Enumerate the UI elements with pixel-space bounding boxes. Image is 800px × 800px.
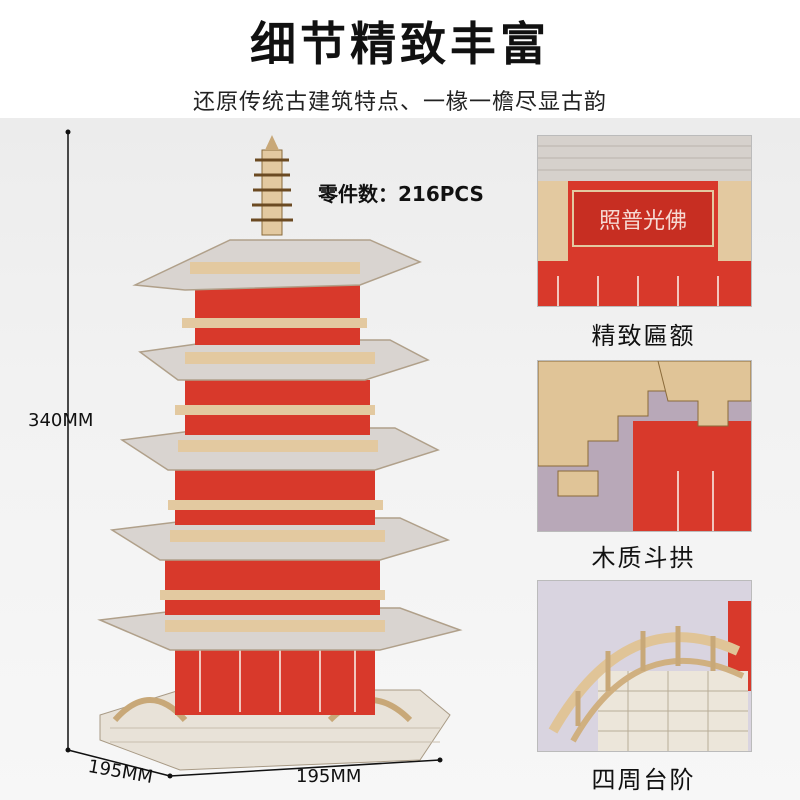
detail-label-brackets: 木质斗拱 <box>591 544 696 572</box>
page-title: 细节精致丰富 <box>250 17 550 71</box>
detail-label-plaque: 精致匾额 <box>591 322 696 350</box>
detail-image-brackets <box>537 360 752 532</box>
detail-image-plaque: 照普光佛 <box>537 135 752 307</box>
detail-label-stairs: 四周台阶 <box>591 766 696 794</box>
parts-count-label: 零件数：216PCS <box>318 182 484 206</box>
page-subtitle: 还原传统古建筑特点、一椽一檐尽显古韵 <box>192 90 607 115</box>
stairs-closeup-icon <box>538 581 751 751</box>
detail-image-stairs <box>537 580 752 752</box>
width-right-dimension-label: 195MM <box>296 766 362 787</box>
plaque-closeup-icon: 照普光佛 <box>538 136 751 306</box>
plaque-text: 照普光佛 <box>599 209 687 234</box>
bracket-closeup-icon <box>538 361 751 531</box>
height-dimension-label: 340MM <box>28 410 94 431</box>
